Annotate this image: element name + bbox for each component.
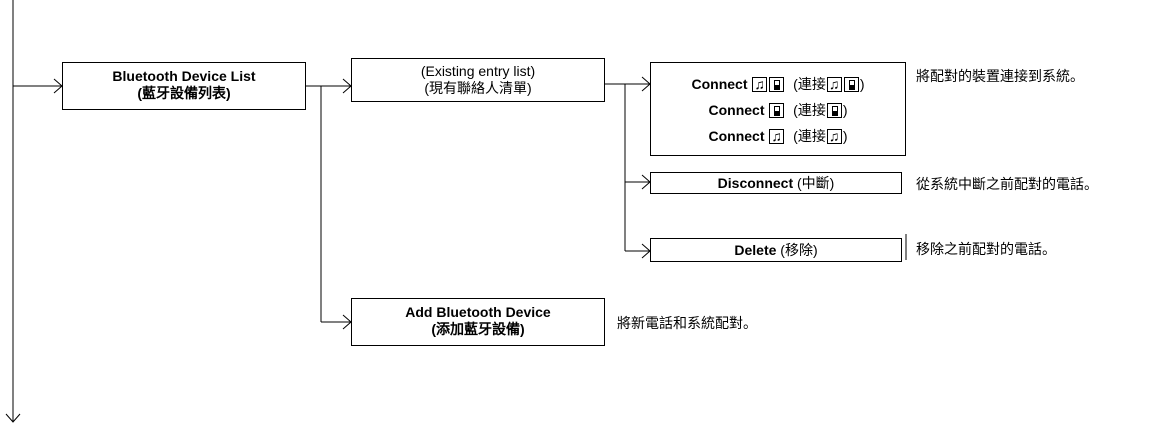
music-icon: [826, 128, 842, 145]
connect-close: ): [859, 76, 865, 92]
music-icon: [826, 76, 842, 93]
existing-entry-list-box[interactable]: (Existing entry list) (現有聯絡人清單): [351, 58, 605, 102]
device-list-label: Bluetooth Device List: [112, 68, 256, 84]
delete-box[interactable]: Delete (移除): [650, 238, 902, 262]
connect-row-phone[interactable]: Connect (連接): [651, 97, 905, 123]
add-bluetooth-device-box[interactable]: Add Bluetooth Device (添加藍牙設備): [351, 298, 605, 346]
bluetooth-device-list-box[interactable]: Bluetooth Device List (藍牙設備列表): [62, 62, 306, 110]
connect-row-both[interactable]: Connect (連接): [651, 71, 905, 97]
device-list-sublabel: (藍牙設備列表): [137, 85, 231, 101]
music-icon: [752, 76, 768, 93]
delete-description: 移除之前配對的電話。: [916, 241, 1056, 257]
connect-label: Connect: [708, 102, 765, 118]
phone-icon: [769, 77, 785, 92]
connect-close: ): [842, 128, 848, 144]
existing-entry-sublabel: (現有聯絡人清單): [424, 80, 532, 96]
disconnect-description: 從系統中斷之前配對的電話。: [916, 176, 1098, 192]
music-icon: [769, 128, 785, 145]
phone-icon: [826, 103, 842, 118]
add-device-sublabel: (添加藍牙設備): [431, 321, 525, 337]
connect-open: (連接: [793, 76, 826, 92]
delete-suffix: (移除): [780, 242, 818, 258]
phone-icon: [769, 103, 785, 118]
connect-open: (連接: [793, 102, 826, 118]
disconnect-label: Disconnect: [717, 175, 794, 191]
connect-close: ): [842, 102, 848, 118]
connect-row-music[interactable]: Connect (連接): [651, 123, 905, 149]
connect-description: 將配對的裝置連接到系統。: [916, 68, 1084, 84]
phone-icon: [843, 77, 859, 92]
connect-label: Connect: [691, 76, 748, 92]
disconnect-suffix: (中斷): [797, 175, 835, 191]
connect-box[interactable]: Connect (連接) Connect (連接) Connect (連接): [650, 62, 906, 156]
connect-label: Connect: [708, 128, 765, 144]
existing-entry-label: (Existing entry list): [420, 63, 536, 79]
add-device-description: 將新電話和系統配對。: [617, 315, 757, 331]
delete-label: Delete: [734, 242, 777, 258]
add-device-label: Add Bluetooth Device: [405, 304, 551, 320]
disconnect-box[interactable]: Disconnect (中斷): [650, 172, 902, 194]
connect-open: (連接: [793, 128, 826, 144]
